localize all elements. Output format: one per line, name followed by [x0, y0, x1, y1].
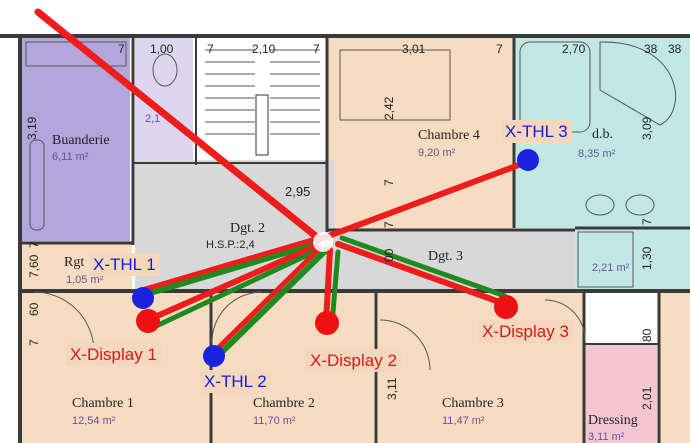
- thl2-dot[interactable]: [203, 345, 225, 367]
- thl3-dot[interactable]: [517, 149, 539, 171]
- dim-top-1: 7: [118, 42, 125, 56]
- link-red-thl3: [315, 159, 530, 243]
- bedroom2-label: Chambre 2: [253, 396, 315, 411]
- bathroom-area: 8,35 m²: [578, 148, 616, 160]
- laundry-area: 6,11 m²: [52, 151, 89, 163]
- bedroom2-area: 11,70 m²: [253, 415, 296, 427]
- bedroom3-area: 11,47 m²: [442, 415, 485, 427]
- dim-top-4: 2,10: [252, 42, 276, 56]
- dressing-fill: [585, 345, 657, 443]
- dim-top-5: 7: [313, 42, 320, 56]
- hub-node: [313, 232, 333, 252]
- dim-v-12: 2,95: [285, 184, 311, 199]
- link-red-thl1: [139, 237, 315, 293]
- dressing-area: 3,11 m²: [588, 431, 625, 443]
- thl1-tag[interactable]: X-THL 1: [89, 253, 160, 276]
- walls: [0, 34, 690, 443]
- dim-top-9: 38: [644, 42, 658, 56]
- bathroom-label: d.b.: [592, 127, 613, 142]
- dim-top-10: 38: [668, 42, 682, 56]
- link-green-disp1: [149, 247, 321, 331]
- bedroom4-area: 9,20 m²: [418, 147, 456, 159]
- corridor2-label: Dgt. 2: [230, 221, 265, 236]
- storage-area: 1,05 m²: [66, 274, 104, 286]
- disp1-tag[interactable]: X-Display 1: [66, 343, 161, 366]
- link-red-disp3: [335, 241, 508, 307]
- dim-v-9: 60: [27, 302, 41, 316]
- thl2-tag[interactable]: X-THL 2: [200, 370, 271, 393]
- dim-v-8: 7,60: [27, 254, 41, 278]
- dressing-label: Dressing: [588, 413, 638, 428]
- wc-area: 2,1: [145, 113, 161, 125]
- dim-v-4: 1,30: [640, 246, 654, 270]
- dim-top-8: 2,70: [562, 42, 586, 56]
- dim-v-7: 2,01: [640, 386, 654, 410]
- laundry-label: Buanderie: [52, 133, 110, 148]
- thl3-tag[interactable]: X-THL 3: [501, 120, 572, 143]
- disp2-dot[interactable]: [315, 311, 339, 335]
- dim-v-13: 7: [382, 179, 396, 186]
- corridor2-hsp: H.S.P.:2,4: [206, 239, 255, 251]
- dim-v-3: 3,19: [25, 116, 39, 140]
- disp3-dot[interactable]: [494, 295, 518, 319]
- disp3-tag[interactable]: X-Display 3: [478, 320, 573, 343]
- dim-v-6: 80: [640, 328, 654, 342]
- link-green-thl2: [217, 247, 329, 357]
- dim-v-2: 3,09: [640, 116, 654, 140]
- dim-top-6: 3,01: [402, 42, 426, 56]
- link-green-disp2: [329, 249, 341, 327]
- link-red-diagonal: [34, 8, 322, 242]
- bedroom3-fill: [378, 292, 583, 443]
- link-red-disp2: [323, 247, 333, 325]
- link-red-disp1: [145, 243, 319, 323]
- storage-label: Rgt: [64, 255, 85, 270]
- bedroom-right-fill: [660, 292, 690, 443]
- fixtures: [25, 41, 676, 371]
- dim-top-2: 1,00: [150, 42, 174, 56]
- bedroom3-label: Chambre 3: [442, 396, 504, 411]
- bedroom1-area: 12,54 m²: [72, 415, 116, 427]
- link-green-disp3: [339, 235, 508, 299]
- dim-v-14: 7: [27, 241, 41, 248]
- device-links: [34, 8, 530, 357]
- corridor3-label: Dgt. 3: [428, 249, 463, 264]
- dim-top-3: 7: [207, 42, 214, 56]
- shower-area: 2,21 m²: [592, 262, 630, 274]
- dim-v-10: 7: [27, 339, 41, 346]
- dim-v-16: 00: [382, 248, 396, 262]
- dim-v-1: 2,42: [382, 96, 396, 120]
- dim-v-15: 7: [382, 221, 396, 228]
- link-red-thl2: [211, 245, 323, 355]
- disp2-tag[interactable]: X-Display 2: [306, 349, 401, 372]
- bedroom4-label: Chambre 4: [418, 128, 480, 143]
- staircase: [205, 49, 320, 156]
- dim-v-11: 3,11: [385, 377, 399, 400]
- dim-top-7: 7: [496, 42, 503, 56]
- dim-v-5: 7: [640, 218, 654, 225]
- bedroom1-label: Chambre 1: [72, 396, 134, 411]
- disp1-dot[interactable]: [136, 309, 160, 333]
- link-green-thl1: [137, 241, 318, 299]
- bedroom4-fill: [328, 38, 513, 230]
- thl1-dot[interactable]: [132, 287, 154, 309]
